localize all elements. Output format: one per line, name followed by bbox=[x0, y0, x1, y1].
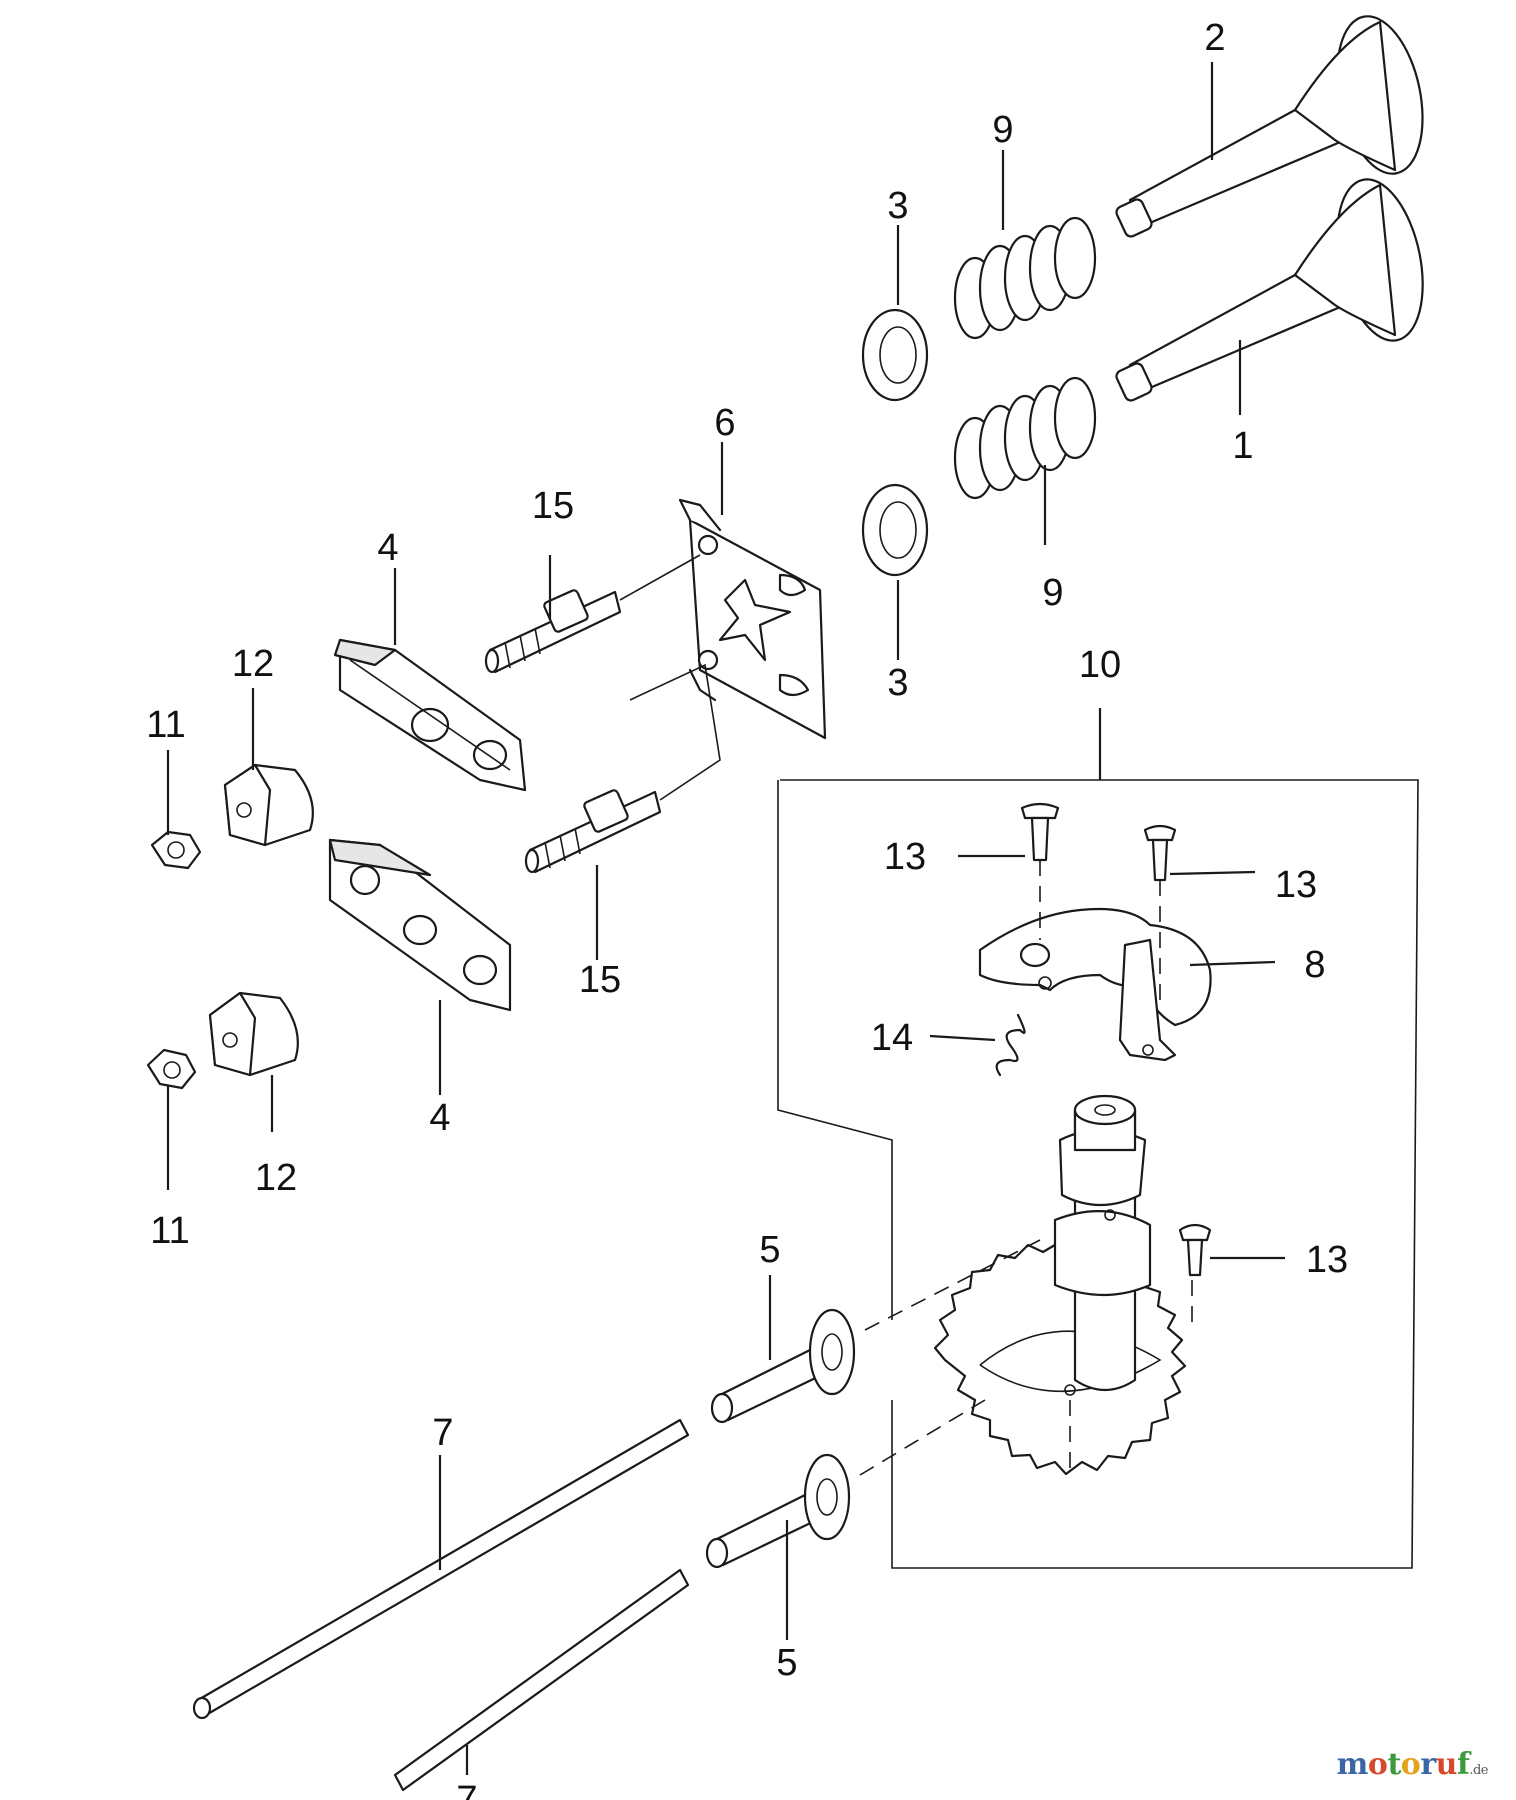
tappet-upper bbox=[710, 1308, 856, 1424]
watermark-letter-0: m bbox=[1336, 1747, 1369, 1782]
tappet-axis-a bbox=[864, 1239, 1041, 1331]
callout-1: 1 bbox=[1232, 425, 1253, 467]
callout-13-left: 13 bbox=[884, 836, 926, 878]
callout-15-upper: 15 bbox=[532, 485, 574, 527]
watermark-letter-5: u bbox=[1435, 1747, 1458, 1782]
rocker-nut-upper bbox=[150, 830, 202, 870]
watermark-letter-3: o bbox=[1400, 1747, 1421, 1782]
callout-11-lower: 11 bbox=[150, 1210, 189, 1252]
valve-spring-lower bbox=[953, 376, 1097, 500]
watermark-letter-1: o bbox=[1367, 1747, 1388, 1782]
spring-retainer-lower bbox=[861, 483, 929, 577]
watermark-letters: motoruf bbox=[1337, 1747, 1470, 1782]
callout-13-camshaft: 13 bbox=[1306, 1239, 1348, 1281]
callout-15-lower: 15 bbox=[579, 959, 621, 1001]
callout-12-upper: 12 bbox=[232, 643, 274, 685]
callout-9-upper: 9 bbox=[992, 109, 1013, 151]
callout-7-upper: 7 bbox=[432, 1412, 453, 1454]
guide-plate bbox=[678, 498, 827, 740]
stud-link-line-a bbox=[619, 554, 701, 601]
callout-7-lower: 7 bbox=[456, 1779, 477, 1800]
decompressor-pin-b bbox=[1143, 824, 1177, 882]
camshaft-assembly-box bbox=[777, 779, 1419, 1569]
callout-4-lower: 4 bbox=[429, 1097, 450, 1139]
watermark-logo: motoruf.de bbox=[1337, 1747, 1489, 1782]
push-rod-lower bbox=[393, 1568, 690, 1792]
valve-lower bbox=[1115, 178, 1424, 402]
callout-5-lower: 5 bbox=[776, 1642, 797, 1684]
callout-9-lower: 9 bbox=[1042, 572, 1063, 614]
decompressor-pin-c bbox=[1178, 1223, 1212, 1277]
callout-12-lower: 12 bbox=[255, 1157, 297, 1199]
spring-retainer-upper bbox=[861, 308, 929, 402]
decompressor-weight bbox=[978, 907, 1212, 1062]
callout-8: 8 bbox=[1304, 944, 1325, 986]
stud-link-line-b bbox=[629, 663, 721, 801]
callout-4-upper: 4 bbox=[377, 527, 398, 569]
rocker-stud-upper bbox=[484, 589, 622, 674]
callout-3-lower: 3 bbox=[887, 662, 908, 704]
callout-labels: 1 2 3 3 4 4 5 5 6 7 7 8 9 9 10 11 11 12 … bbox=[146, 17, 1348, 1800]
callout-3-upper: 3 bbox=[887, 185, 908, 227]
valve-spring-upper bbox=[953, 216, 1097, 340]
rocker-arm-upper bbox=[333, 638, 527, 792]
rocker-nut-lower bbox=[146, 1048, 197, 1090]
callout-10: 10 bbox=[1079, 644, 1121, 686]
rocker-pivot-upper bbox=[223, 763, 314, 847]
callout-5-upper: 5 bbox=[759, 1229, 780, 1271]
camshaft bbox=[1053, 1094, 1152, 1396]
callout-11-upper: 11 bbox=[146, 704, 185, 746]
leader-lines bbox=[166, 62, 1285, 1775]
decompressor-spring bbox=[995, 1013, 1026, 1077]
watermark-letter-6: f bbox=[1456, 1747, 1470, 1782]
rocker-pivot-lower bbox=[208, 991, 299, 1077]
callout-14: 14 bbox=[871, 1017, 913, 1059]
rocker-arm-lower bbox=[328, 838, 512, 1012]
callout-2: 2 bbox=[1204, 17, 1225, 59]
watermark-letter-2: t bbox=[1387, 1747, 1401, 1782]
valve-upper bbox=[1115, 15, 1424, 238]
push-rod-upper bbox=[192, 1418, 690, 1720]
rocker-stud-lower bbox=[524, 789, 662, 874]
callout-13-right: 13 bbox=[1275, 864, 1317, 906]
tappet-lower bbox=[705, 1453, 851, 1569]
watermark-tld: .de bbox=[1469, 1763, 1488, 1778]
callout-6: 6 bbox=[714, 402, 735, 444]
tappet-axis-b bbox=[859, 1399, 986, 1476]
decompressor-pin-a bbox=[1020, 802, 1060, 862]
watermark-letter-4: r bbox=[1420, 1747, 1436, 1782]
